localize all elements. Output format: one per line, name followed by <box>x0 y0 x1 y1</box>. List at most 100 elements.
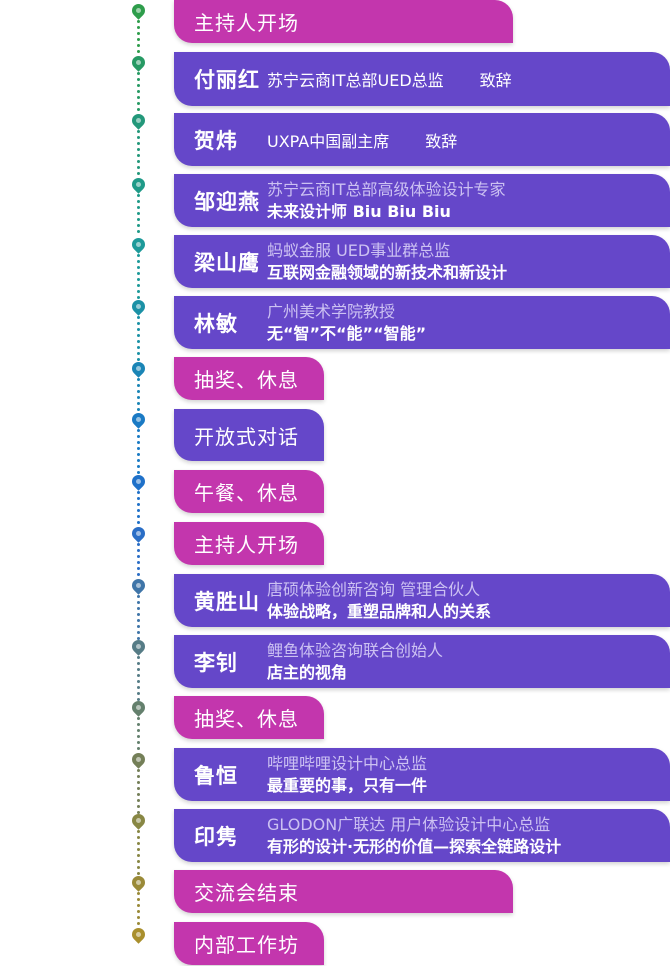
speaker-name: 林敏 <box>194 311 238 336</box>
timeline-dot <box>137 561 140 564</box>
timeline-dot <box>137 607 140 610</box>
agenda-item-card: 开放式对话 <box>174 409 324 461</box>
map-pin-icon <box>129 472 148 491</box>
timeline-dot <box>137 154 140 157</box>
timeline-dot <box>137 453 140 456</box>
timeline-dot <box>137 747 140 750</box>
timeline-dot <box>137 194 140 197</box>
agenda-item-card: 主持人开场 <box>174 0 513 43</box>
agenda-item-card: 交流会结束 <box>174 870 513 913</box>
speaker-name: 贺炜 <box>194 128 238 153</box>
map-pin-icon <box>129 873 148 892</box>
timeline-dot <box>137 805 140 808</box>
timeline-dot <box>137 842 140 845</box>
timeline-dot <box>137 729 140 732</box>
timeline-dot <box>137 811 140 814</box>
agenda-item-card: 抽奖、休息 <box>174 357 324 400</box>
speaker-name: 鲁恒 <box>194 763 238 788</box>
timeline-dot <box>137 148 140 151</box>
timeline-dot <box>137 72 140 75</box>
talk-topic: 店主的视角 <box>267 662 348 682</box>
timeline-dot <box>137 799 140 802</box>
timeline-dot <box>137 50 140 53</box>
timeline-dot <box>137 272 140 275</box>
speaker-name: 邹迎燕 <box>194 189 260 214</box>
timeline-dot <box>137 358 140 361</box>
map-pin-icon <box>129 524 148 543</box>
timeline-dot <box>137 698 140 701</box>
timeline-dot <box>137 625 140 628</box>
timeline-dot <box>137 717 140 720</box>
timeline-dot <box>137 872 140 875</box>
map-pin-icon <box>129 576 148 595</box>
timeline-dot <box>137 441 140 444</box>
timeline-dot <box>137 160 140 163</box>
agenda-item-card: 鲁恒哔哩哔哩设计中心总监最重要的事，只有一件 <box>174 748 670 801</box>
talk-topic: 互联网金融领域的新技术和新设计 <box>267 262 508 282</box>
timeline-dot <box>137 916 140 919</box>
map-pin-icon <box>129 53 148 72</box>
speaker-role: 鲤鱼体验咨询联合创始人 <box>267 640 444 660</box>
agenda-item-card: 梁山鹰蚂蚁金服 UED事业群总监互联网金融领域的新技术和新设计 <box>174 235 670 288</box>
timeline-dot <box>137 136 140 139</box>
timeline-dot <box>137 836 140 839</box>
agenda-item-card: 抽奖、休息 <box>174 696 324 739</box>
map-pin-icon <box>129 175 148 194</box>
timeline-dot <box>137 848 140 851</box>
timeline-dot <box>137 787 140 790</box>
timeline-dot <box>137 230 140 233</box>
timeline-dot <box>137 384 140 387</box>
timeline-dot <box>137 521 140 524</box>
timeline-dot <box>137 910 140 913</box>
timeline-dot <box>137 328 140 331</box>
timeline-dot <box>137 96 140 99</box>
agenda-item-label: 主持人开场 <box>194 533 299 557</box>
timeline-dot <box>137 601 140 604</box>
timeline-dot <box>137 735 140 738</box>
timeline-dot <box>137 555 140 558</box>
talk-topic: 致辞 <box>479 71 512 90</box>
agenda-item-label: 午餐、休息 <box>194 481 299 505</box>
timeline-dot <box>137 166 140 169</box>
timeline-dot <box>137 922 140 925</box>
timeline-dot <box>137 296 140 299</box>
timeline-dot <box>137 674 140 677</box>
talk-topic: 致辞 <box>425 131 458 151</box>
timeline-dot <box>137 38 140 41</box>
talk-topic: 无“智”不“能”“智能” <box>267 323 427 343</box>
timeline-dot <box>137 741 140 744</box>
timeline-dot <box>137 668 140 671</box>
timeline-dot <box>137 352 140 355</box>
timeline-dot <box>137 435 140 438</box>
timeline-dot <box>137 402 140 405</box>
speaker-name: 梁山鹰 <box>194 250 260 275</box>
timeline-dot <box>137 680 140 683</box>
timeline-dot <box>137 854 140 857</box>
map-pin-icon <box>129 1 148 20</box>
timeline-dot <box>137 218 140 221</box>
timeline-dot <box>137 543 140 546</box>
map-pin-icon <box>129 698 148 717</box>
timeline-dot <box>137 491 140 494</box>
timeline-dot <box>137 595 140 598</box>
timeline-dot <box>137 206 140 209</box>
timeline-dot <box>137 340 140 343</box>
agenda-item-card: 付丽红苏宁云商IT总部UED总监致辞 <box>174 52 670 106</box>
agenda-item-label: 交流会结束 <box>194 881 299 905</box>
map-pin-icon <box>129 410 148 429</box>
speaker-role: 苏宁云商IT总部UED总监 <box>267 71 444 90</box>
agenda-item-card: 内部工作坊 <box>174 922 324 965</box>
map-pin-icon <box>129 637 148 656</box>
timeline-dot <box>137 769 140 772</box>
timeline-dot <box>137 78 140 81</box>
timeline-dot <box>137 322 140 325</box>
timeline-dot <box>137 396 140 399</box>
agenda-item-label: 内部工作坊 <box>194 933 299 957</box>
timeline-dot <box>137 904 140 907</box>
map-pin-icon <box>129 925 148 944</box>
speaker-role: 哔哩哔哩设计中心总监 <box>267 753 428 773</box>
agenda-item-label: 抽奖、休息 <box>194 707 299 731</box>
timeline-dot <box>137 172 140 175</box>
speaker-role: 蚂蚁金服 UED事业群总监 <box>267 240 451 260</box>
timeline-dot <box>137 130 140 133</box>
